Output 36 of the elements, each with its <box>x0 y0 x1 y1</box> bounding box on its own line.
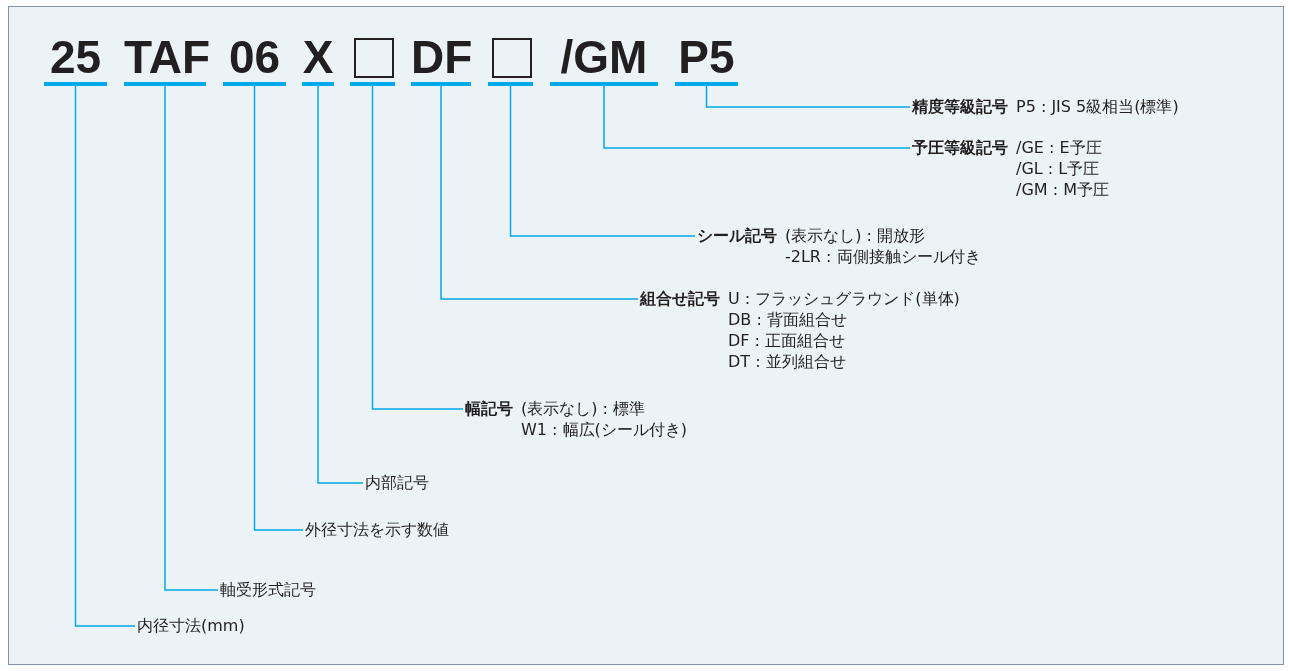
code-option: (表示なし) : 標準 <box>521 398 688 419</box>
code-heading: 幅記号 <box>465 398 513 419</box>
code-heading: 予圧等級記号 <box>912 137 1008 158</box>
code-option: U : フラッシュグラウンド(単体) <box>728 288 960 309</box>
leader-line <box>164 85 219 591</box>
leader-line <box>440 85 639 300</box>
leader-line <box>509 85 696 237</box>
code-segment: 25 <box>44 32 107 86</box>
description-text: 軸受形式記号 <box>220 579 316 600</box>
leader-line <box>371 85 464 410</box>
code-heading: シール記号 <box>697 225 777 246</box>
code-option: /GE : E予圧 <box>1016 137 1109 158</box>
leader-line <box>253 85 304 531</box>
code-option: /GL : L予圧 <box>1016 158 1109 179</box>
description-text: 外径寸法を示す数値 <box>305 519 449 540</box>
code-segment: X <box>302 32 334 86</box>
code-segment: DF <box>411 32 471 86</box>
leader-line <box>705 85 911 108</box>
description-text: 内径寸法(mm) <box>137 615 245 636</box>
leader-line <box>74 85 136 627</box>
code-option: DB : 背面組合せ <box>728 309 960 330</box>
code-option: DT : 並列組合せ <box>728 351 960 372</box>
leader-line <box>603 85 911 149</box>
code-option: DF : 正面組合せ <box>728 330 960 351</box>
code-option: -2LR : 両側接触シール付き <box>785 246 981 267</box>
code-option: W1 : 幅広(シール付き) <box>521 419 688 440</box>
code-segment: /GM <box>550 32 658 86</box>
code-segment: 06 <box>223 32 286 86</box>
leader-line <box>317 85 364 484</box>
code-segment: P5 <box>675 32 738 86</box>
code-heading: 組合せ記号 <box>640 288 720 309</box>
code-heading: 精度等級記号 <box>912 96 1008 117</box>
description-text: 内部記号 <box>365 472 429 493</box>
code-option: /GM : M予圧 <box>1016 179 1109 200</box>
code-option: P5 : JIS 5級相当(標準) <box>1016 96 1179 117</box>
code-option: (表示なし) : 開放形 <box>785 225 981 246</box>
